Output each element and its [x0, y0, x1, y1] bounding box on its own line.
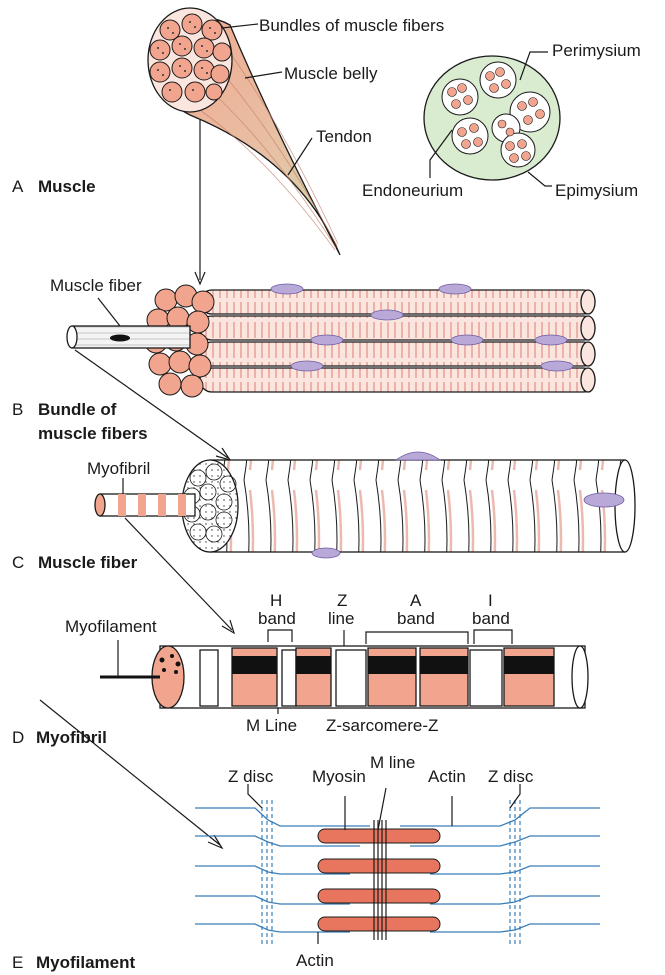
myosin-filaments [318, 829, 440, 931]
label-m-line-lower: M line [370, 753, 415, 772]
sarcomere-bands [200, 648, 554, 706]
label-epimysium: Epimysium [555, 181, 638, 200]
section-e-myofilament: Z disc Myosin M line Actin Z disc Actin … [12, 753, 600, 972]
section-e-letter: E [12, 953, 23, 972]
section-a-title: Muscle [38, 177, 96, 196]
section-a-muscle: Bundles of muscle fibers Muscle belly Te… [12, 8, 641, 284]
label-z-disc-left: Z disc [228, 767, 274, 786]
label-m-line: M Line [246, 716, 297, 735]
label-myosin: Myosin [312, 767, 366, 786]
label-a-band-line1: A [410, 591, 422, 610]
label-actin-bottom: Actin [296, 951, 334, 970]
section-a-letter: A [12, 177, 24, 196]
section-c-muscle-fiber: Myofibril C Muscle fiber [12, 452, 635, 633]
section-d-letter: D [12, 728, 24, 747]
section-b-title-line2: muscle fibers [38, 424, 148, 443]
section-b-title-line1: Bundle of [38, 400, 117, 419]
label-muscle-belly: Muscle belly [284, 64, 378, 83]
section-c-letter: C [12, 553, 24, 572]
label-h-band-line2: band [258, 609, 296, 628]
label-a-band-line2: band [397, 609, 435, 628]
single-muscle-fiber [67, 326, 190, 348]
label-actin-top: Actin [428, 767, 466, 786]
label-h-band-line1: H [270, 591, 282, 610]
label-perimysium: Perimysium [552, 41, 641, 60]
section-b-letter: B [12, 400, 23, 419]
label-z-disc-right: Z disc [488, 767, 534, 786]
section-e-title: Myofilament [36, 953, 136, 972]
label-i-band-line2: band [472, 609, 510, 628]
label-muscle-fiber: Muscle fiber [50, 276, 142, 295]
section-d-myofibril: H band Z line A band I band Myofilament … [12, 591, 588, 848]
label-myofibril: Myofibril [87, 459, 150, 478]
section-d-title: Myofibril [36, 728, 107, 747]
section-c-title: Muscle fiber [38, 553, 138, 572]
label-z-line-line2: line [328, 609, 354, 628]
label-z-sarcomere-z: Z-sarcomere-Z [326, 716, 438, 735]
epimysium-cross-section [424, 56, 560, 180]
label-z-line-line1: Z [337, 591, 347, 610]
section-b-bundle: Muscle fiber B Bundle of muscle fibers [12, 276, 595, 460]
label-endoneurium: Endoneurium [362, 181, 463, 200]
label-i-band-line1: I [488, 591, 493, 610]
label-tendon: Tendon [316, 127, 372, 146]
label-bundles-of-muscle-fibers: Bundles of muscle fibers [259, 16, 444, 35]
label-myofilament: Myofilament [65, 617, 157, 636]
single-myofibril [95, 494, 195, 516]
